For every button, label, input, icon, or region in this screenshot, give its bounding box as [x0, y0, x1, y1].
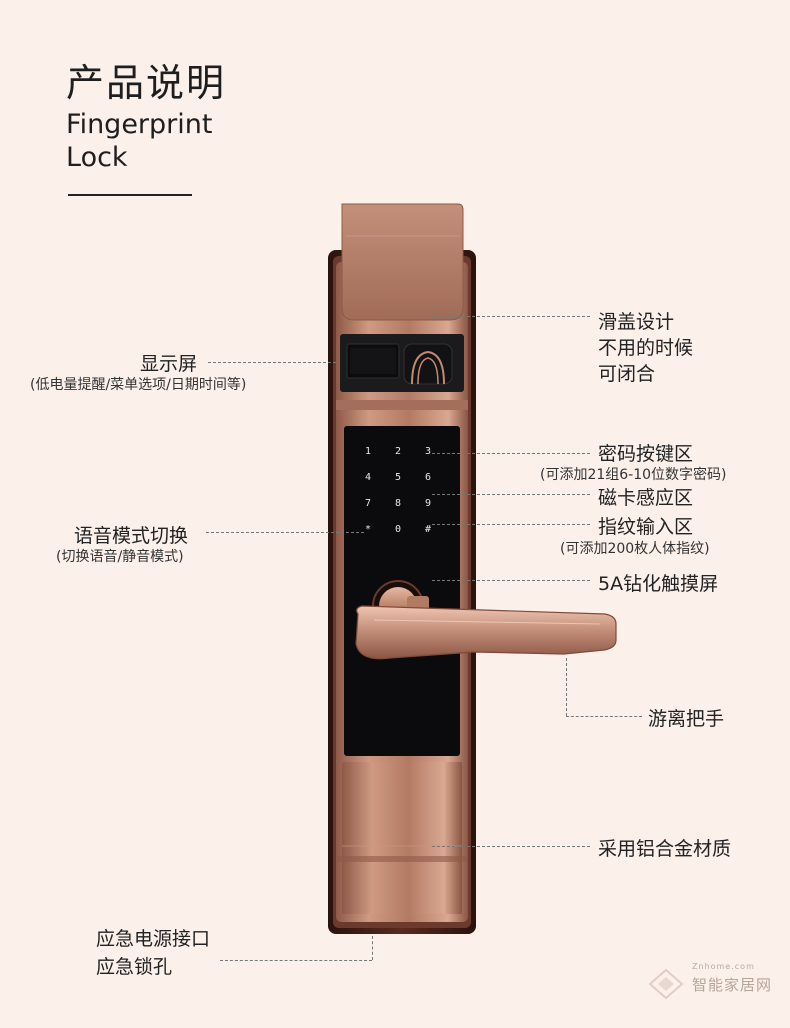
- emergency-label-2: 应急锁孔: [96, 956, 173, 978]
- title-divider: [68, 194, 192, 196]
- password-keys-leader-line: [432, 453, 590, 454]
- keypad-key[interactable]: 8: [395, 498, 401, 509]
- voice-mode-note: (切换语音/静音模式): [56, 549, 184, 565]
- keypad-key[interactable]: 3: [425, 446, 431, 457]
- slide-cover-label-2: 不用的时候: [598, 337, 694, 359]
- display-leader-line: [208, 362, 336, 363]
- handle-label: 游离把手: [648, 708, 725, 730]
- card-area-label: 磁卡感应区: [598, 487, 694, 509]
- fingerprint-note: (可添加200枚人体指纹): [560, 541, 710, 557]
- keypad-key[interactable]: 2: [395, 446, 401, 457]
- keypad-key[interactable]: 6: [425, 472, 431, 483]
- page-subtitle: Fingerprint Lock: [66, 108, 212, 174]
- keypad-key[interactable]: #: [425, 524, 431, 535]
- lever-handle: [355, 605, 617, 660]
- fingerprint-label: 指纹输入区: [598, 516, 694, 538]
- fingerprint-sensor: [403, 343, 453, 385]
- display-note: (低电量提醒/菜单选项/日期时间等): [30, 377, 247, 393]
- keypad-key[interactable]: 5: [395, 472, 401, 483]
- material-leader-line: [432, 846, 590, 847]
- material-label: 采用铝合金材质: [598, 838, 732, 860]
- emergency-label-1: 应急电源接口: [96, 928, 211, 950]
- handle-leader-vertical: [566, 658, 567, 716]
- keypad: 1 2 3 4 5 6 7 8 9 * 0 #: [365, 446, 431, 535]
- password-keys-note: (可添加21组6-10位数字密码): [540, 467, 727, 483]
- handle-leader-horizontal: [566, 716, 642, 717]
- touchscreen-leader-line: [432, 580, 590, 581]
- password-keys-label: 密码按键区: [598, 443, 694, 465]
- watermark-logo-icon: [648, 968, 684, 1000]
- fingerprint-leader-line: [432, 524, 590, 525]
- slide-cover: [341, 203, 464, 321]
- keypad-key[interactable]: 7: [365, 498, 371, 509]
- page-title: 产品说明: [66, 61, 227, 105]
- emergency-leader-horizontal: [220, 960, 372, 961]
- voice-mode-label: 语音模式切换: [74, 525, 189, 547]
- touchscreen-label: 5A钻化触摸屏: [598, 573, 719, 595]
- keypad-key[interactable]: *: [365, 524, 371, 535]
- card-area-leader-line: [432, 494, 590, 495]
- keypad-key[interactable]: 1: [365, 446, 371, 457]
- slide-cover-label-3: 可闭合: [598, 363, 656, 385]
- slide-cover-label-1: 滑盖设计: [598, 311, 675, 333]
- subtitle-line-2: Lock: [66, 142, 128, 173]
- emergency-leader-vertical: [372, 936, 373, 960]
- watermark-text: 智能家居网: [692, 976, 773, 994]
- keypad-key[interactable]: 9: [425, 498, 431, 509]
- keypad-key[interactable]: 0: [395, 524, 401, 535]
- voice-mode-leader-line: [206, 532, 364, 533]
- watermark-small-text: Znhome.com: [692, 962, 755, 971]
- subtitle-line-1: Fingerprint: [66, 109, 213, 140]
- slide-cover-leader-line: [432, 316, 590, 317]
- keypad-key[interactable]: 4: [365, 472, 371, 483]
- display-label: 显示屏: [140, 353, 198, 375]
- fingerprint-lock-illustration: 1 2 3 4 5 6 7 8 9 * 0 #: [328, 203, 476, 934]
